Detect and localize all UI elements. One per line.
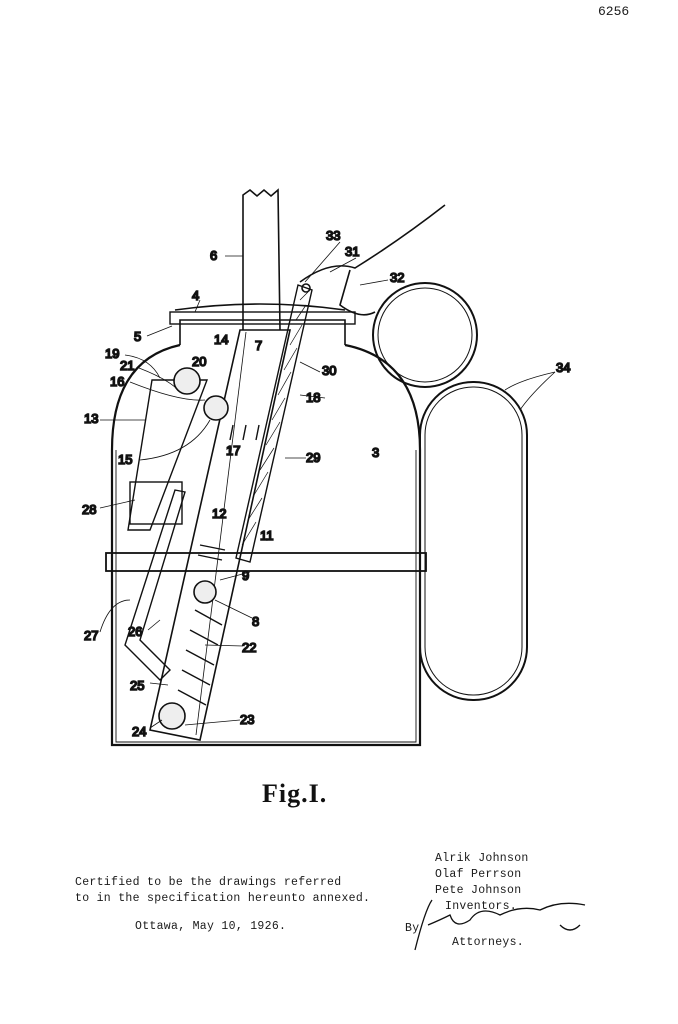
ref-32: 32 <box>390 270 404 285</box>
inventor-name: Olaf Perrson <box>435 868 522 881</box>
handle-ring <box>372 282 478 388</box>
ref-12: 12 <box>212 506 226 521</box>
ref-17: 17 <box>226 443 240 458</box>
ref-23: 23 <box>240 712 254 727</box>
place-date: Ottawa, May 10, 1926. <box>135 920 287 933</box>
container-body <box>110 343 422 747</box>
ref-21: 21 <box>120 358 134 373</box>
certification-line-2: to in the specification hereunto annexed… <box>75 892 371 905</box>
ball-24 <box>158 702 186 730</box>
ref-15: 15 <box>118 452 132 467</box>
ref-9: 9 <box>242 568 249 583</box>
inventor-name: Alrik Johnson <box>435 852 529 865</box>
ref-5: 5 <box>134 329 141 344</box>
ref-8: 8 <box>252 614 259 629</box>
ref-16: 16 <box>110 374 124 389</box>
by-label: By <box>405 922 420 935</box>
ref-6: 6 <box>210 248 217 263</box>
ball-8 <box>193 580 217 604</box>
ball-16 <box>203 395 229 421</box>
tube-6 <box>242 188 281 331</box>
cap-ring <box>169 311 356 325</box>
ref-26: 26 <box>128 624 142 639</box>
ref-24: 24 <box>132 724 146 739</box>
ref-11: 11 <box>260 528 274 543</box>
container-neck <box>179 319 346 345</box>
inventor-name: Pete Johnson <box>435 884 522 897</box>
slots <box>177 424 260 706</box>
tube-7 <box>149 329 291 741</box>
wire-31 <box>299 204 446 283</box>
ref-33: 33 <box>326 228 340 243</box>
figure-label: Fig.I. <box>262 779 327 808</box>
clip-32 <box>339 269 376 316</box>
ball-20 <box>173 367 201 395</box>
attorney-signature <box>414 899 586 951</box>
ref-19: 19 <box>105 346 119 361</box>
arm-27 <box>124 489 186 681</box>
sheet-number: 6256 <box>598 4 630 19</box>
ref-4: 4 <box>192 288 199 303</box>
ref-20: 20 <box>192 354 206 369</box>
ref-7: 7 <box>255 338 262 353</box>
ref-28: 28 <box>82 502 96 517</box>
reference-numerals: 6 33 31 32 4 5 7 14 19 20 21 16 30 34 18… <box>81 227 571 740</box>
ref-14: 14 <box>214 332 228 347</box>
ref-29: 29 <box>306 450 320 465</box>
ref-30: 30 <box>322 363 336 378</box>
ref-13: 13 <box>84 411 98 426</box>
ref-34: 34 <box>556 360 570 375</box>
pivot-33 <box>301 283 311 293</box>
ref-22: 22 <box>242 640 256 655</box>
rod-29 <box>235 284 313 563</box>
cage-13 <box>127 379 209 531</box>
attorneys-label: Attorneys. <box>452 936 525 949</box>
ref-25: 25 <box>130 678 144 693</box>
guide-28 <box>129 481 183 525</box>
ref-31: 31 <box>345 244 359 259</box>
inventors-label: Inventors. <box>445 900 518 913</box>
handle-oval <box>419 381 528 701</box>
ref-3: 3 <box>372 445 379 460</box>
ref-27: 27 <box>84 628 98 643</box>
cap <box>174 303 346 311</box>
band <box>105 552 427 572</box>
certification-line-1: Certified to be the drawings referred <box>75 876 342 889</box>
ref-18: 18 <box>306 390 320 405</box>
